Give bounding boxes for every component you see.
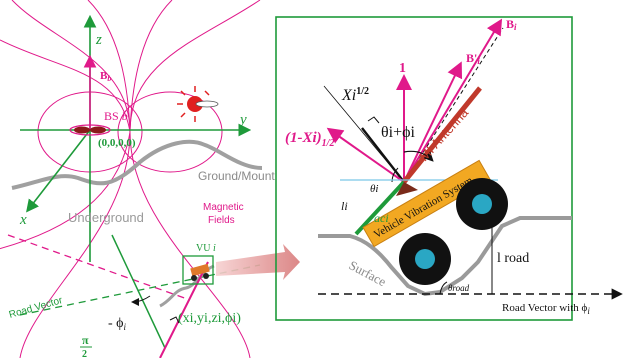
road-vector-pink xyxy=(7,234,191,301)
svg-text:π: π xyxy=(82,333,89,347)
origin-label: (0,0,0,0) xyxy=(98,137,136,149)
ground-label: Ground/Mount xyxy=(198,169,275,183)
mi-antenna xyxy=(402,86,482,184)
neg-phi-label: - ϕi xyxy=(108,316,127,332)
li-segment xyxy=(354,180,406,236)
x-axis xyxy=(26,129,91,213)
l-road-label: l road xyxy=(497,251,529,266)
vu-label: VU i xyxy=(196,243,216,254)
b-field-label: Bb xyxy=(100,70,111,83)
b-prime-vector xyxy=(403,61,463,183)
underground-label: Underground xyxy=(68,210,144,225)
bs-coil xyxy=(69,124,111,136)
right-panel: Vehicle Vibration System Bi B'i 1 Xi1/2 … xyxy=(275,16,623,321)
one-minus-xi-vector xyxy=(326,127,405,183)
phi-arc xyxy=(131,295,151,306)
xi-half-vector xyxy=(361,127,405,183)
aci-label: aci xyxy=(374,211,389,225)
bs-label: BS b xyxy=(104,109,128,123)
wheel-front xyxy=(456,178,508,230)
x-axis-label: x xyxy=(19,212,27,228)
right-angle xyxy=(169,316,180,324)
vu-box xyxy=(182,255,214,285)
theta-phi-arc xyxy=(403,150,434,162)
z-axis-label: z xyxy=(95,32,102,48)
xi-half-label: Xi1/2 xyxy=(341,86,369,104)
theta-road-label: θroad xyxy=(448,283,470,293)
bi-vector xyxy=(403,18,503,183)
road-vector-label: Road Vector xyxy=(8,295,65,321)
theta-phi-label: θi+ϕi xyxy=(381,124,416,141)
pi-half-label: π 2 xyxy=(80,333,92,358)
road-vector-phi-label: Road Vector with ϕi xyxy=(502,302,590,316)
left-panel: z y x Bb BS b (0,0,0,0) Ground/Mount Und… xyxy=(0,0,300,358)
li-label: li xyxy=(341,199,348,213)
y-axis-label: y xyxy=(238,112,247,128)
b-prime-label: B'i xyxy=(466,51,480,66)
surface-label: Surface xyxy=(347,257,389,289)
theta-i-label: θi xyxy=(370,183,378,195)
wheel-rear xyxy=(399,233,451,285)
svg-text:2: 2 xyxy=(82,349,87,358)
zoom-pointer xyxy=(216,244,300,280)
one-minus-xi-label: (1-Xi)1/2 xyxy=(285,130,334,149)
vu-coordinates: (xi,yi,zi,ϕi) xyxy=(178,311,241,326)
road-normal xyxy=(111,234,166,349)
mi-antenna-label: MI Antenna xyxy=(416,105,472,164)
zoom-box xyxy=(275,16,573,321)
road-surface xyxy=(318,216,572,297)
vu-pink-line xyxy=(159,261,209,358)
one-label: 1 xyxy=(399,61,406,76)
ground-curve xyxy=(11,139,263,190)
magnetic-fields-label: Magnetic Fields xyxy=(203,202,246,226)
signal-icon xyxy=(177,86,219,122)
bi-label: Bi xyxy=(506,17,517,32)
antenna-mount xyxy=(396,182,418,196)
